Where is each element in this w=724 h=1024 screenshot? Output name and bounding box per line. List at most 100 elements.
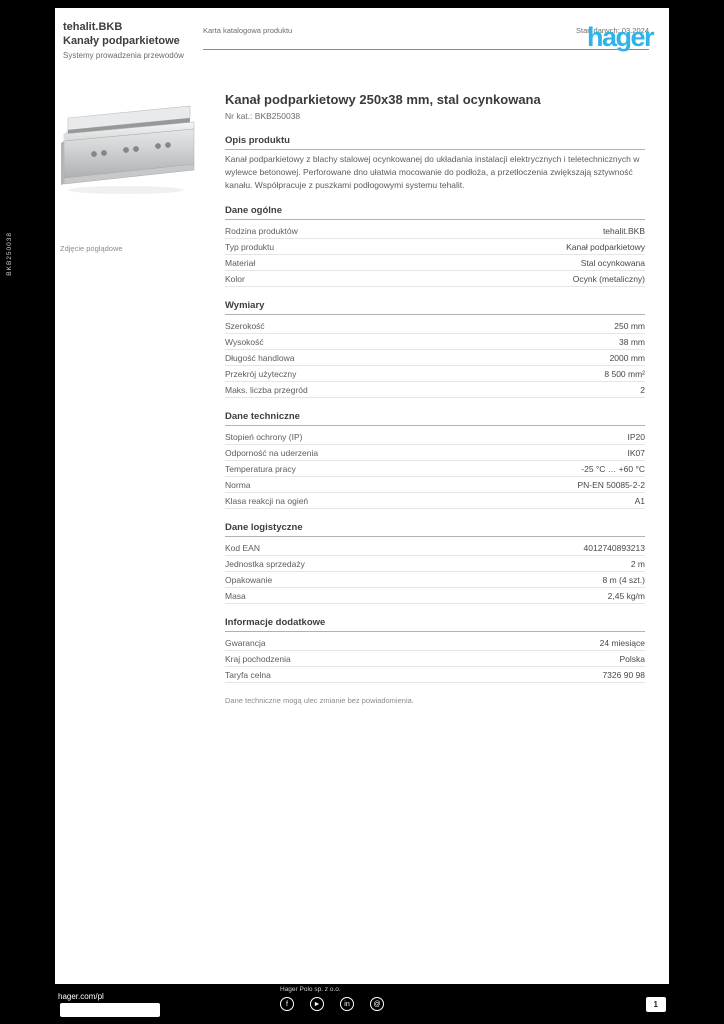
section-description: Opis produktu Kanał podparkietowy z blac…: [225, 135, 645, 191]
footer-social-icons: f ► in @: [280, 997, 384, 1011]
spec-row: Maks. liczba przegród 2: [225, 382, 645, 399]
spec-row: Szerokość 250 mm: [225, 318, 645, 335]
doc-date-label: Stan danych: 03.2024: [576, 26, 649, 35]
spec-row: Typ produktu Kanał podparkietowy: [225, 239, 645, 256]
image-caption: Zdjęcie poglądowe: [60, 244, 123, 253]
spec-value: 8 m (4 szt.): [602, 575, 645, 586]
spec-value: 38 mm: [619, 337, 645, 348]
spec-value: 250 mm: [614, 321, 645, 332]
product-title: Kanał podparkietowy 250x38 mm, stal ocyn…: [225, 92, 541, 107]
spec-value: 4012740893213: [583, 543, 645, 554]
spec-value: 24 miesiące: [599, 638, 645, 649]
spec-value: 2 m: [630, 559, 645, 570]
section-technical: Dane techniczne Stopień ochrony (IP) IP2…: [225, 411, 646, 510]
spec-value: PN-EN 50085-2-2: [577, 480, 645, 491]
spec-value: IP20: [627, 432, 646, 443]
product-reference: Nr kat.: BKB250038: [225, 111, 645, 121]
section-heading: Dane logistyczne: [225, 522, 645, 538]
spec-label: Szerokość: [225, 321, 265, 332]
spec-row: Norma PN-EN 50085-2-2: [225, 477, 645, 494]
main-column: Kanał podparkietowy 250x38 mm, stal ocyn…: [225, 92, 645, 705]
spec-row: Taryfa celna 7326 90 98: [225, 667, 645, 684]
family-tagline: Systemy prowadzenia przewodów: [63, 50, 184, 60]
spec-row: Stopień ochrony (IP) IP20: [225, 429, 646, 446]
reference-value: BKB250038: [254, 111, 301, 121]
linkedin-icon[interactable]: in: [340, 997, 354, 1011]
header-middle: Karta katalogowa produktu Stan danych: 0…: [203, 26, 649, 50]
spec-label: Jednostka sprzedaży: [225, 559, 305, 570]
youtube-icon[interactable]: ►: [310, 997, 324, 1011]
spec-value: 8 500 mm²: [604, 369, 645, 380]
footer-white-box: [60, 1003, 160, 1017]
spec-value: Polska: [619, 654, 645, 665]
spec-label: Klasa reakcji na ogień: [225, 496, 309, 507]
spec-label: Masa: [225, 591, 246, 602]
spec-label: Kolor: [225, 274, 245, 285]
spec-value: 2: [640, 385, 645, 396]
section-heading: Dane techniczne: [225, 411, 645, 427]
spec-row: Gwarancja 24 miesiące: [225, 635, 645, 652]
spec-label: Opakowanie: [225, 575, 273, 586]
family-title: tehalit.BKB: [63, 21, 123, 33]
section-logistics: Dane logistyczne Kod EAN 4012740893213 J…: [225, 522, 645, 605]
header-rule: [203, 49, 649, 50]
datasheet-page: tehalit.BKB Kanały podparkietowe Systemy…: [55, 8, 669, 984]
spec-value: tehalit.BKB: [602, 226, 645, 237]
spec-label: Przekrój użyteczny: [225, 369, 297, 380]
spec-label: Maks. liczba przegród: [225, 385, 308, 396]
section-heading: Opis produktu: [225, 135, 645, 150]
spec-value: -25 °C … +60 °C: [581, 464, 645, 475]
section-dimensions: Wymiary Szerokość 250 mm Wysokość 38 mm …: [225, 300, 645, 399]
instagram-icon[interactable]: @: [370, 997, 384, 1011]
section-general: Dane ogólne Rodzina produktów tehalit.BK…: [225, 205, 645, 288]
doc-type-label: Karta katalogowa produktu: [203, 26, 293, 35]
spec-row: Długość handlowa 2000 mm: [225, 350, 645, 367]
section-additional: Informacje dodatkowe Gwarancja 24 miesią…: [225, 617, 645, 684]
spec-value: IK07: [627, 448, 646, 459]
spec-value: 7326 90 98: [602, 670, 645, 681]
header-title-block: tehalit.BKB Kanały podparkietowe Systemy…: [63, 20, 203, 60]
product-description: Kanał podparkietowy z blachy stalowej oc…: [225, 154, 640, 190]
spec-row: Kod EAN 4012740893213: [225, 540, 645, 557]
footer-company: Hager Polo sp. z o.o.: [280, 986, 341, 993]
spec-row: Jednostka sprzedaży 2 m: [225, 556, 645, 573]
spec-row: Temperatura pracy -25 °C … +60 °C: [225, 461, 645, 478]
spec-label: Kraj pochodzenia: [225, 654, 291, 665]
spec-label: Wysokość: [225, 337, 264, 348]
spec-label: Rodzina produktów: [225, 226, 298, 237]
spec-row: Materiał Stal ocynkowana: [225, 255, 645, 272]
vertical-doc-id: BKB250038: [6, 232, 13, 276]
spec-row: Przekrój użyteczny 8 500 mm²: [225, 366, 645, 383]
spec-label: Materiał: [225, 258, 256, 269]
spec-row: Odporność na uderzenia IK07: [225, 445, 646, 462]
spec-row: Kraj pochodzenia Polska: [225, 651, 645, 668]
footer-website-link[interactable]: hager.com/pl: [58, 992, 104, 1001]
facebook-icon[interactable]: f: [280, 997, 294, 1011]
hager-logo: hager: [586, 22, 655, 52]
spec-value: 2000 mm: [609, 353, 645, 364]
spec-value: 2,45 kg/m: [607, 591, 645, 602]
product-image-container: [60, 88, 197, 204]
spec-label: Taryfa celna: [225, 670, 271, 681]
spec-label: Temperatura pracy: [225, 464, 296, 475]
spec-label: Kod EAN: [225, 543, 260, 554]
spec-row: Wysokość 38 mm: [225, 334, 645, 351]
spec-value: Kanał podparkietowy: [566, 242, 645, 253]
spec-row: Opakowanie 8 m (4 szt.): [225, 572, 645, 589]
spec-row: Masa 2,45 kg/m: [225, 588, 645, 605]
spec-label: Norma: [225, 480, 251, 491]
spec-label: Odporność na uderzenia: [225, 448, 319, 459]
page-number-badge: 1: [645, 997, 666, 1012]
spec-row: Rodzina produktów tehalit.BKB: [225, 223, 645, 240]
spec-label: Stopień ochrony (IP): [225, 432, 303, 443]
product-image: [61, 105, 195, 194]
spec-value: Stal ocynkowana: [580, 258, 645, 269]
spec-value: Ocynk (metaliczny): [572, 274, 645, 285]
section-heading: Wymiary: [225, 300, 645, 316]
spec-label: Długość handlowa: [225, 353, 295, 364]
reference-label: Nr kat.:: [225, 111, 253, 121]
section-heading: Dane ogólne: [225, 205, 645, 221]
section-heading: Informacje dodatkowe: [225, 617, 645, 633]
spec-label: Gwarancja: [225, 638, 266, 649]
